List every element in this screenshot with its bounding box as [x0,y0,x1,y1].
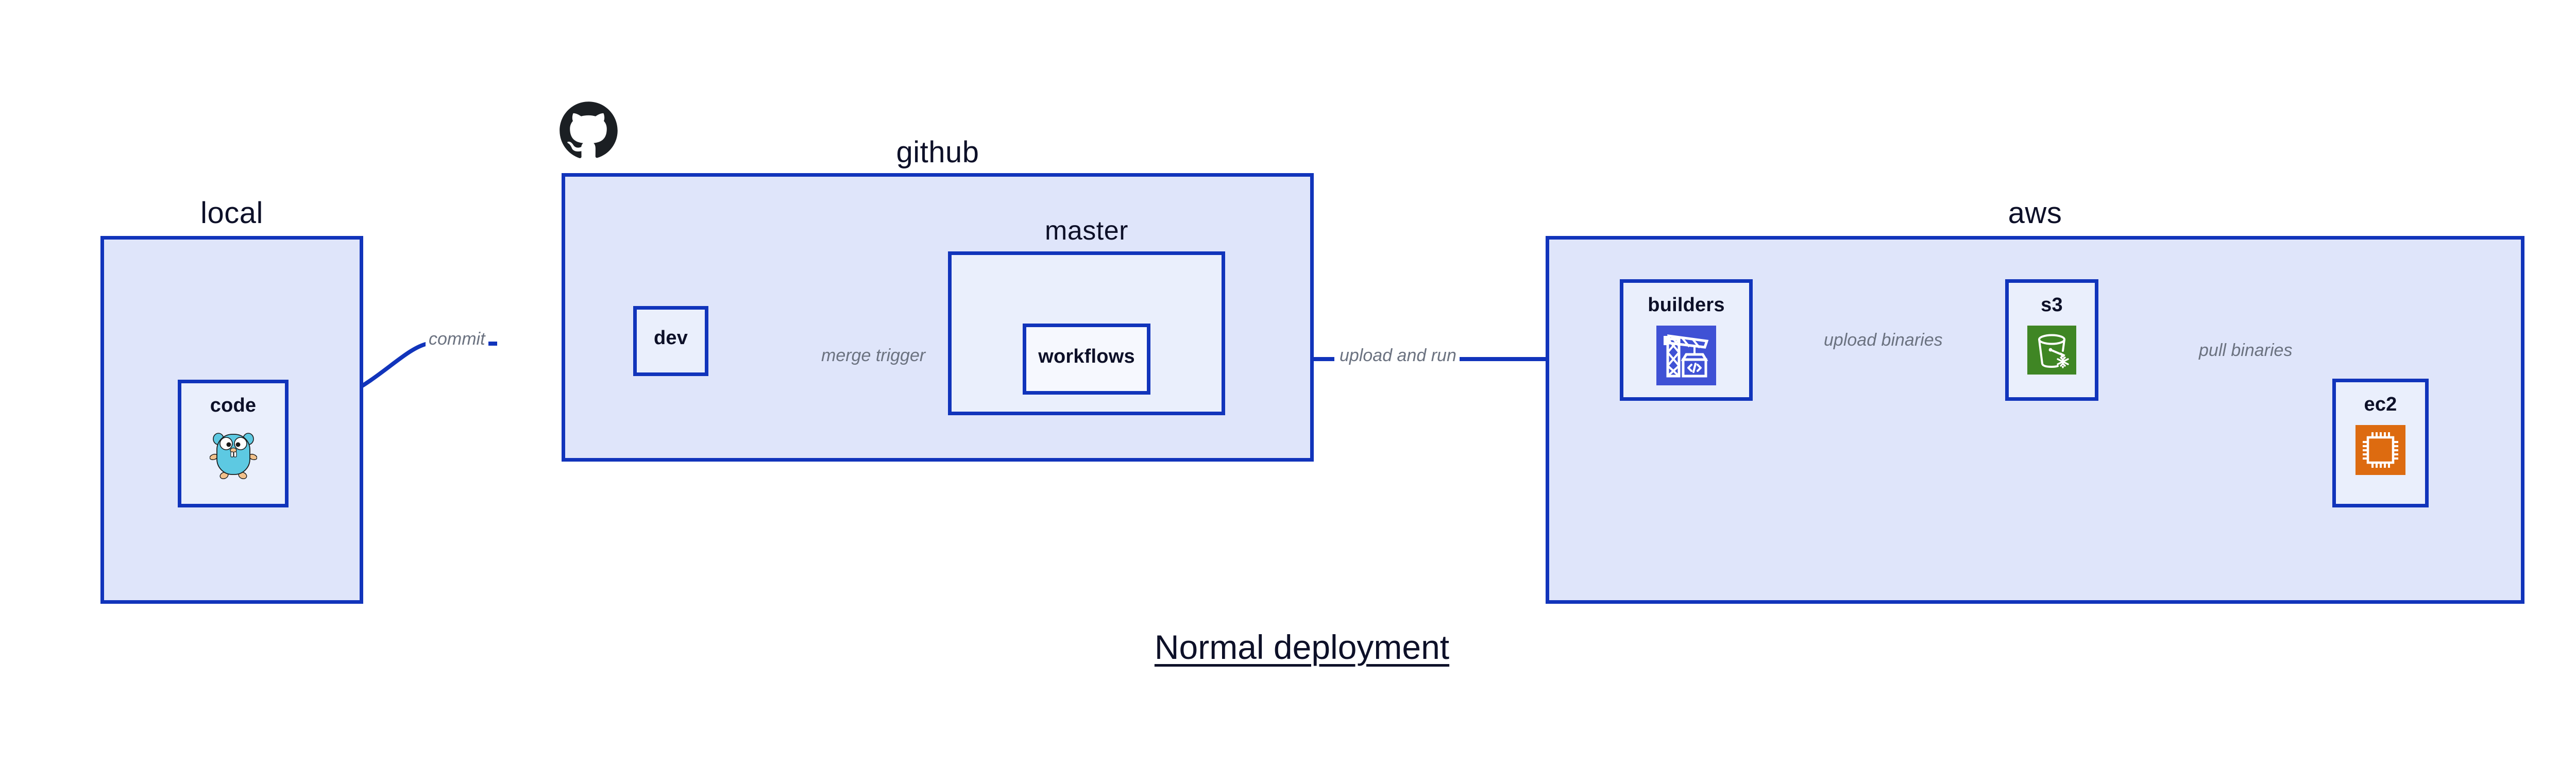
edge-label-pull-binaries: pull binaries [2196,341,2296,361]
aws-s3-icon [2027,326,2076,377]
node-s3[interactable]: s3 [2005,279,2098,401]
aws-codebuild-icon [1656,326,1716,388]
group-title-aws: aws [2008,196,2062,230]
diagram-caption: Normal deployment [1154,628,1450,666]
node-label-ec2: ec2 [2364,394,2397,415]
edge-label-commit: commit [426,329,488,349]
node-dev[interactable]: dev [633,306,708,376]
node-builders[interactable]: builders [1620,279,1753,401]
node-label-s3: s3 [2041,294,2063,316]
edge-label-upload-and-run: upload and run [1336,346,1460,366]
group-title-local: local [200,196,263,230]
github-octocat-icon [556,99,621,170]
edge-label-merge-trigger: merge trigger [818,346,929,366]
subgroup-title-master: master [1045,216,1128,246]
aws-ec2-icon [2355,425,2405,478]
node-code[interactable]: code [178,380,289,507]
node-label-code: code [210,395,257,416]
node-label-workflows: workflows [1038,346,1135,367]
node-ec2[interactable]: ec2 [2332,379,2429,507]
node-label-builders: builders [1648,294,1725,316]
node-label-dev: dev [653,327,688,349]
node-workflows[interactable]: workflows [1023,324,1150,395]
edge-label-upload-binaries: upload binaries [1821,330,1946,350]
go-gopher-icon [209,426,257,482]
group-title-github: github [896,135,979,169]
